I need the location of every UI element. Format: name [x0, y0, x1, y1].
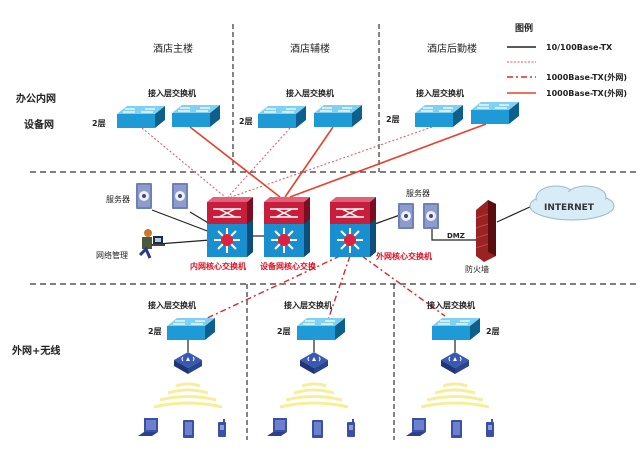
- legend-label: 10/100Base-TX: [546, 43, 613, 52]
- access-switch[interactable]: [296, 317, 346, 341]
- external-downlinks: [202, 255, 446, 321]
- legend-title: 图例: [515, 22, 533, 34]
- access-switch[interactable]: [431, 317, 481, 341]
- tablet-icon: [183, 420, 194, 438]
- access-switch[interactable]: [171, 104, 221, 128]
- phone-icon: [347, 419, 355, 437]
- building-label: 酒店后勤楼: [427, 42, 477, 55]
- tablet-icon: [312, 420, 323, 438]
- network-admin-icon: [138, 229, 165, 259]
- access-switch[interactable]: [313, 104, 363, 128]
- laptop-icon: [267, 418, 287, 436]
- building-label: 酒店辅楼: [290, 42, 330, 55]
- link-dashdot: [361, 255, 446, 317]
- link-solid: [284, 126, 334, 198]
- link-solid: [189, 126, 281, 198]
- building-label: 酒店主楼: [153, 42, 193, 55]
- external-core-label: 外网核心交换机: [376, 251, 432, 261]
- link-dotted: [230, 126, 433, 198]
- internal-core-switch[interactable]: [206, 196, 254, 258]
- layer-label: 2层: [92, 119, 106, 128]
- wifi-signal-icon: [152, 382, 224, 409]
- internal-core-label: 内网核心交换机: [190, 261, 246, 271]
- device-core-label: 设备网核心交换: [260, 261, 317, 271]
- server-icon[interactable]: [136, 183, 152, 209]
- wireless-ap-icon[interactable]: [440, 351, 470, 375]
- link-dotted: [141, 127, 226, 198]
- legend: [507, 46, 536, 94]
- wireless-ap-icon[interactable]: [299, 351, 329, 375]
- link-dotted: [227, 127, 291, 198]
- access-switch-label: 接入层交换机: [148, 300, 196, 310]
- access-switch[interactable]: [116, 105, 166, 129]
- link-solid: [289, 123, 487, 198]
- link-dashdot: [202, 255, 341, 321]
- access-switch[interactable]: [166, 317, 216, 341]
- link-dashdot: [327, 255, 351, 321]
- access-switch[interactable]: [414, 104, 464, 128]
- phone-icon: [218, 419, 226, 437]
- laptop-icon: [406, 418, 426, 436]
- zone-label-device: 设备网: [24, 118, 54, 131]
- internet-label: INTERNET: [544, 203, 595, 213]
- layer-label: 2层: [486, 327, 500, 336]
- servers-label: 服务器: [406, 188, 430, 198]
- firewall-label: 防火墙: [465, 264, 489, 274]
- legend-label: 1000Base-TX(外网): [546, 88, 627, 98]
- server-icon[interactable]: [423, 203, 439, 229]
- zone-label-office: 办公内网: [16, 92, 56, 105]
- legend-label: 1000Base-TX(外网): [546, 72, 627, 82]
- access-switch-label: 接入层交换机: [148, 88, 196, 98]
- server-icon[interactable]: [172, 183, 188, 209]
- layer-label: 2层: [386, 115, 400, 124]
- network-mgmt-label: 网络管理: [96, 250, 128, 260]
- phone-icon: [486, 419, 494, 437]
- access-switch-label: 接入层交换机: [284, 300, 332, 310]
- laptop-icon: [138, 418, 158, 436]
- access-switch-label: 接入层交换机: [286, 88, 334, 98]
- wifi-signal-icon: [419, 382, 491, 409]
- firewall-icon: [475, 200, 496, 262]
- servers-label: 服务器: [106, 194, 130, 204]
- wifi-signal-icon: [278, 382, 350, 409]
- uplink-lines: [141, 123, 487, 198]
- access-switch[interactable]: [470, 101, 520, 125]
- wireless-ap-icon[interactable]: [173, 351, 203, 375]
- internet-cloud-icon: [529, 185, 615, 221]
- access-switch-label: 接入层交换机: [427, 300, 475, 310]
- external-core-switch[interactable]: [329, 196, 377, 258]
- device-core-switch[interactable]: [263, 196, 311, 258]
- server-icon[interactable]: [398, 203, 414, 229]
- tablet-icon: [451, 420, 462, 438]
- access-switch[interactable]: [257, 105, 307, 129]
- layer-label: 2层: [239, 117, 253, 126]
- access-switch-label: 接入层交换机: [416, 88, 464, 98]
- layer-label: 2层: [148, 327, 162, 336]
- zone-label-external: 外网+无线: [11, 344, 60, 357]
- dmz-label: DMZ: [447, 232, 465, 240]
- layer-label: 2层: [277, 327, 291, 336]
